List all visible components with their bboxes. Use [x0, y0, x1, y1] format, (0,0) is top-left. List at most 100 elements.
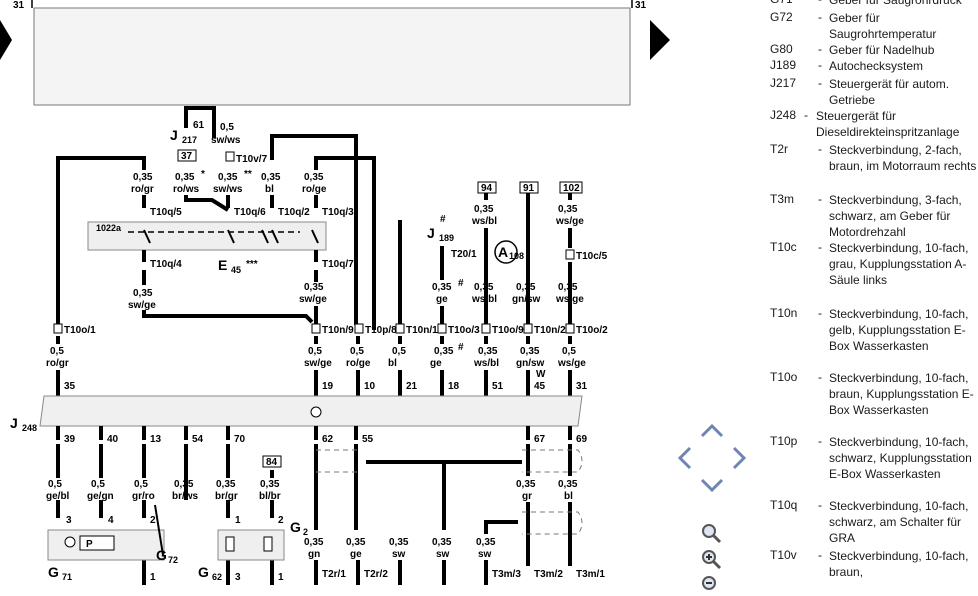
b6-size: 0,35 — [260, 479, 280, 490]
legend-dash: - — [818, 142, 822, 156]
wire-size-5: 0,35 — [304, 172, 324, 183]
pan-right-icon[interactable] — [732, 446, 747, 470]
g2-label: G — [290, 519, 301, 535]
mid-size-2: 0,35 — [304, 282, 324, 293]
e45-sub: 45 — [231, 265, 241, 275]
g2-sub: 2 — [303, 527, 308, 537]
wire-sw-ge — [142, 310, 314, 324]
j189-label: J — [427, 225, 435, 241]
legend-text: Autochecksystem — [829, 59, 924, 73]
t10o9-label: T10o/9 — [492, 325, 524, 336]
mid-color-1: sw/ge — [128, 300, 156, 311]
pan-up-icon[interactable] — [700, 423, 724, 438]
legend-dash: - — [804, 108, 808, 122]
lo-r2-size: 0,35 — [516, 282, 536, 293]
connector-icon — [437, 323, 447, 334]
a108-circle — [494, 240, 518, 264]
t10n1-label: T10n/1 — [406, 325, 438, 336]
bus-wire-size: 0,5 — [350, 346, 364, 357]
sensor-pin-4: 4 — [108, 515, 114, 526]
t3m2-label: T3m/2 — [534, 569, 563, 580]
g71-sub: 71 — [62, 572, 72, 582]
zoom-out-icon[interactable] — [700, 574, 722, 596]
b5-size: 0,35 — [216, 479, 236, 490]
pan-control[interactable] — [676, 422, 748, 494]
e45-switch-box — [87, 221, 327, 251]
connector-icon — [565, 249, 575, 260]
lo-ge-mark: # — [458, 278, 464, 289]
e45-label: E — [218, 257, 227, 273]
bus-wire-color: ge — [430, 358, 442, 369]
page-ref-right: 31 — [635, 0, 647, 11]
pan-down-icon[interactable] — [700, 478, 724, 493]
lo-r3-color: ws/ge — [555, 294, 584, 305]
bus-wire-pin: 21 — [406, 381, 418, 392]
j248-label: J — [10, 415, 18, 431]
legend-code: T10n — [770, 306, 798, 320]
legend-code: J217 — [770, 76, 797, 90]
g2-w1-color: gn — [308, 549, 320, 560]
bus-wire-size: 0,5 — [392, 346, 406, 357]
g2-w4-size: 0,35 — [432, 537, 452, 548]
wire-color-3: sw/ws — [213, 184, 243, 195]
bottom-pin-number: 55 — [362, 434, 374, 445]
connector-icon — [311, 323, 321, 334]
sensor-icon — [64, 536, 76, 548]
switch-contacts — [128, 229, 319, 244]
t10v7-label: T10v/7 — [236, 154, 268, 165]
b4-size: 0,35 — [174, 479, 194, 490]
zoom-search-icon[interactable] — [700, 522, 722, 544]
legend-dash: - — [818, 10, 822, 24]
legend-code: T10c — [770, 240, 797, 254]
thermistor-icon — [263, 536, 273, 552]
t10q3-label: T10q/3 — [322, 207, 354, 218]
legend-code: G72 — [770, 10, 793, 24]
j217-size: 0,5 — [220, 122, 234, 133]
t2r2-label: T2r/2 — [364, 569, 388, 580]
connector-row: T10o/1 T10n/9 T10p/8 T10n/1 T10o/3 T10o/… — [53, 323, 608, 336]
mid-size-1: 0,35 — [133, 288, 153, 299]
legend-code: T3m — [770, 192, 794, 206]
bus-wire-color: gn/sw — [516, 358, 545, 369]
wire-size-1: 0,35 — [133, 172, 153, 183]
wire-size-2: 0,35 — [175, 172, 195, 183]
ref-box-84 — [262, 455, 282, 468]
b3-color: gr/ro — [132, 491, 155, 502]
lo-r2-color: gn/sw — [512, 294, 541, 305]
mid-color-2: sw/ge — [299, 294, 327, 305]
g71-label: G — [48, 564, 59, 580]
lo-ge-size: 0,35 — [432, 282, 452, 293]
bus-wire-pin: 19 — [322, 381, 334, 392]
next-page-arrow-icon[interactable] — [650, 20, 670, 60]
legend-dash: - — [818, 548, 822, 562]
t10q4-label: T10q/4 — [150, 259, 182, 270]
sensor-pin-2: 2 — [150, 515, 156, 526]
b7-color: gr — [522, 491, 532, 502]
connector-icon — [565, 323, 575, 334]
pan-left-icon[interactable] — [677, 446, 692, 470]
legend-text: Steuergerät für Dieseldirekteinspritzanl… — [816, 109, 960, 139]
bus-wire-pin: 18 — [448, 381, 460, 392]
bottom-wires — [56, 444, 572, 585]
b2-color: ge/gn — [87, 491, 114, 502]
shield-lines — [316, 449, 583, 535]
sensor-pin-1b: 1 — [150, 572, 156, 583]
g2-w5-color: sw — [478, 549, 492, 560]
b1-size: 0,5 — [48, 479, 62, 490]
g72-leader — [154, 504, 164, 556]
bottom-pin-number: 67 — [534, 434, 546, 445]
bus-wire-size: 0,35 — [520, 346, 540, 357]
t10o1-label: T10o/1 — [64, 325, 96, 336]
g2-w4-color: sw — [436, 549, 450, 560]
bus-wire-pin: 45 — [534, 381, 546, 392]
prev-page-arrow-icon[interactable] — [0, 20, 12, 60]
zoom-in-icon[interactable] — [700, 548, 722, 570]
e45-mark: *** — [246, 259, 258, 270]
j248-sub: 248 — [22, 423, 37, 433]
wire-color-4: bl — [265, 184, 274, 195]
legend-text: Geber für Saugrohrdruck — [829, 0, 962, 7]
t10o3-label: T10o/3 — [448, 325, 480, 336]
sensor-pin-3b: 3 — [235, 572, 241, 583]
